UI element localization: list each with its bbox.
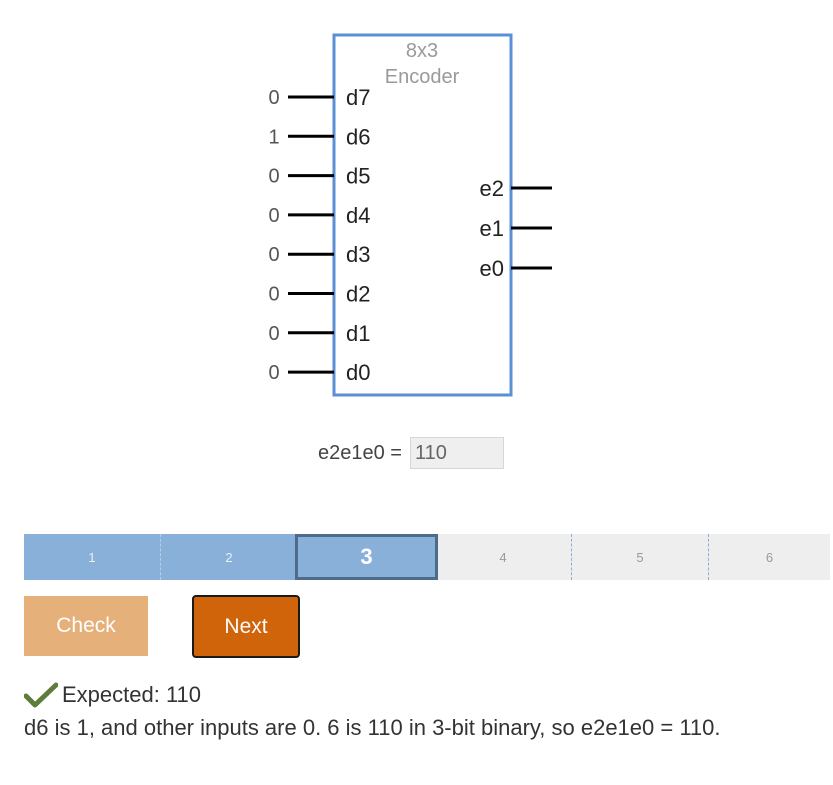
output-pin-label-e2: e2: [480, 176, 504, 201]
feedback-result: Expected: 110: [24, 678, 824, 712]
input-value-d7[interactable]: 0: [268, 87, 279, 109]
output-pin-label-e0: e0: [480, 256, 504, 281]
answer-input[interactable]: [409, 437, 504, 469]
answer-label: e2e1e0 =: [318, 441, 402, 464]
output-pins: e2 e1 e0: [480, 176, 552, 281]
progress-step-2[interactable]: 2: [161, 534, 298, 580]
progress-step-1[interactable]: 1: [24, 534, 161, 580]
input-pins: 0 d7 1 d6 0 d5 0 d4 0 d3 0 d2 0 d1 0 d0: [268, 85, 370, 385]
progress-step-4[interactable]: 4: [435, 534, 572, 580]
feedback-panel: Expected: 110 d6 is 1, and other inputs …: [24, 678, 824, 742]
input-value-d4[interactable]: 0: [268, 205, 279, 227]
encoder-title-line1: 8x3: [406, 40, 438, 62]
progress-step-5[interactable]: 5: [572, 534, 709, 580]
encoder-title-line2: Encoder: [385, 66, 460, 88]
answer-row: e2e1e0 =: [318, 436, 504, 470]
encoder-box: [332, 33, 513, 397]
input-pin-label-d4: d4: [346, 203, 370, 228]
input-value-d3[interactable]: 0: [268, 244, 279, 266]
input-value-d0[interactable]: 0: [268, 362, 279, 384]
input-pin-label-d3: d3: [346, 242, 370, 267]
next-button[interactable]: Next: [192, 595, 300, 658]
output-pin-label-e1: e1: [480, 216, 504, 241]
input-value-d1[interactable]: 0: [268, 323, 279, 345]
checkmark-icon: [24, 682, 58, 708]
input-value-d5[interactable]: 0: [268, 166, 279, 188]
feedback-explanation: d6 is 1, and other inputs are 0. 6 is 11…: [24, 715, 721, 740]
input-pin-label-d1: d1: [346, 321, 370, 346]
check-button[interactable]: Check: [24, 596, 148, 656]
input-value-d6[interactable]: 1: [268, 126, 279, 148]
feedback-expected: Expected: 110: [62, 682, 202, 707]
progress-step-3[interactable]: 3: [295, 534, 438, 580]
input-pin-label-d0: d0: [346, 360, 370, 385]
input-pin-label-d2: d2: [346, 282, 370, 307]
progress-step-6[interactable]: 6: [709, 534, 830, 580]
input-pin-label-d6: d6: [346, 124, 370, 149]
input-pin-label-d5: d5: [346, 164, 370, 189]
input-pin-label-d7: d7: [346, 85, 370, 110]
input-value-d2[interactable]: 0: [268, 284, 279, 306]
